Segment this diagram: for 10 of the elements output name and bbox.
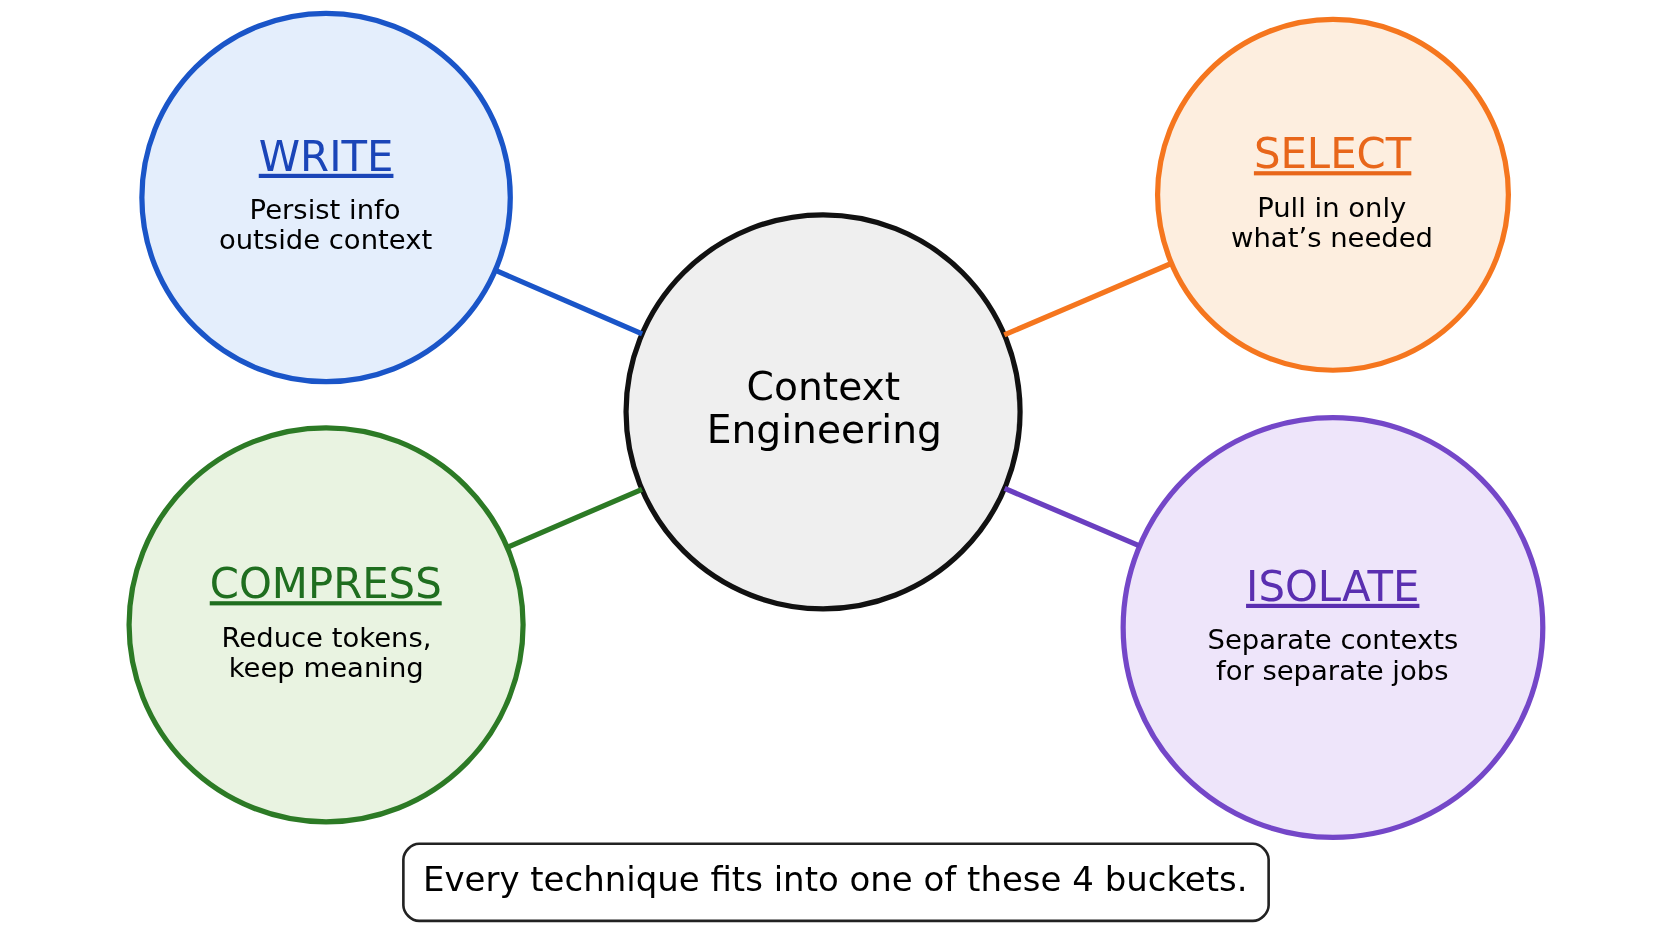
connector xyxy=(1003,486,1141,549)
node-circle: SELECT Pull in only what’s needed xyxy=(1154,16,1511,373)
caption: Every technique fits into one of these 4 buckets. xyxy=(422,859,1248,900)
node-circle: WRITE Persist info outside context xyxy=(139,10,513,385)
node-circle: Context Engineering xyxy=(623,212,1023,612)
node-circle: ISOLATE Separate contexts for separate jobs xyxy=(1120,415,1546,840)
connector xyxy=(1003,261,1173,338)
connector xyxy=(506,486,644,550)
connector xyxy=(494,267,644,337)
node-circle: COMPRESS Reduce tokens, keep meaning xyxy=(126,425,526,825)
